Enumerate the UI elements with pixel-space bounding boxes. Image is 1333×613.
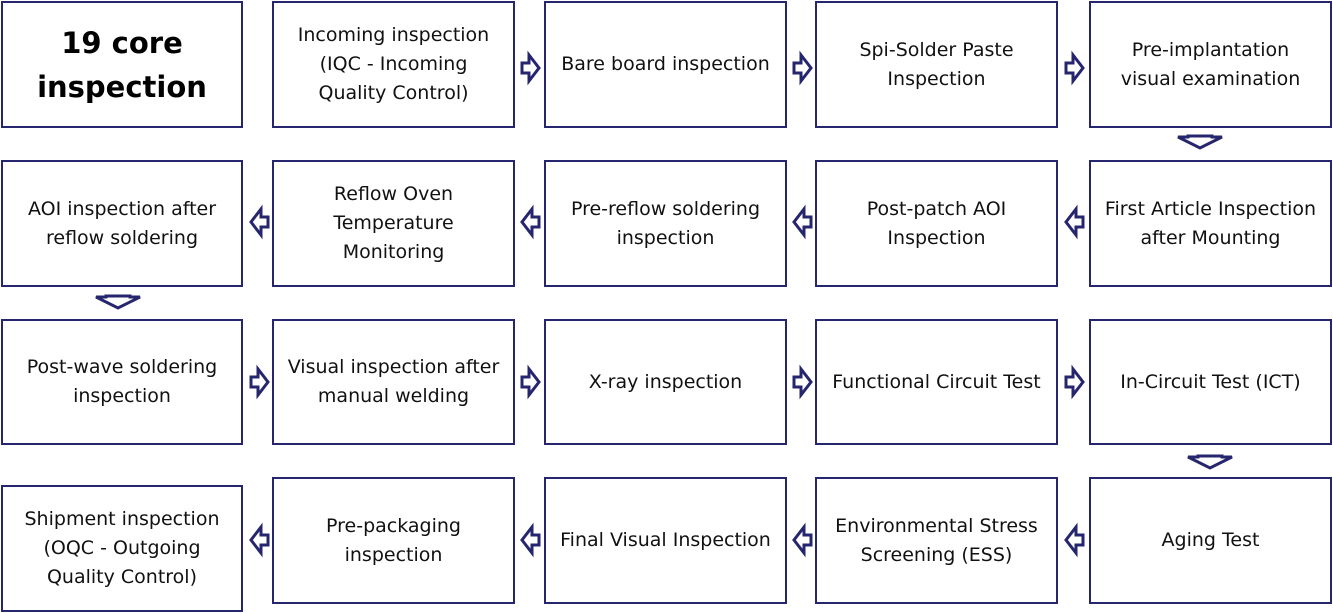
step-box-3: Spi-Solder Paste Inspection — [815, 1, 1058, 128]
step-box-4: Pre-implantation visual examination — [1089, 1, 1332, 128]
step-box-10: Post-wave soldering inspection — [1, 319, 243, 445]
step-box-11: Visual inspection after manual welding — [272, 319, 515, 445]
arrow-right-icon — [520, 367, 541, 397]
step-box-5: First Article Inspection after Mounting — [1089, 160, 1332, 287]
arrow-down-icon — [1176, 134, 1224, 150]
step-box-8: Reflow Oven Temperature Monitoring — [272, 160, 515, 287]
arrow-down-icon — [1186, 454, 1234, 470]
arrow-right-icon — [792, 53, 813, 83]
diagram-title: 19 core inspection — [1, 1, 243, 128]
step-box-15: Aging Test — [1089, 477, 1332, 604]
arrow-left-icon — [792, 525, 813, 555]
step-box-19: Shipment inspection (OQC - Outgoing Qual… — [1, 485, 243, 612]
step-box-6: Post-patch AOI Inspection — [815, 160, 1058, 287]
arrow-right-icon — [520, 53, 541, 83]
arrow-left-icon — [249, 525, 270, 555]
arrow-right-icon — [249, 367, 270, 397]
arrow-down-icon — [94, 294, 142, 310]
step-box-17: Final Visual Inspection — [544, 477, 787, 604]
arrow-left-icon — [792, 207, 813, 237]
step-box-12: X-ray inspection — [544, 319, 787, 445]
arrow-left-icon — [249, 207, 270, 237]
arrow-left-icon — [520, 525, 541, 555]
arrow-right-icon — [792, 367, 813, 397]
arrow-left-icon — [1064, 525, 1085, 555]
arrow-left-icon — [1064, 207, 1085, 237]
step-box-18: Pre-packaging inspection — [272, 477, 515, 604]
step-box-14: In-Circuit Test (ICT) — [1089, 319, 1332, 445]
step-box-9: AOI inspection after reflow soldering — [1, 160, 243, 287]
step-box-2: Bare board inspection — [544, 1, 787, 128]
arrow-right-icon — [1064, 53, 1085, 83]
arrow-right-icon — [1064, 367, 1085, 397]
step-box-13: Functional Circuit Test — [815, 319, 1058, 445]
step-box-1: Incoming inspection (IQC - Incoming Qual… — [272, 1, 515, 128]
step-box-7: Pre-reflow soldering inspection — [544, 160, 787, 287]
step-box-16: Environmental Stress Screening (ESS) — [815, 477, 1058, 604]
arrow-left-icon — [520, 207, 541, 237]
